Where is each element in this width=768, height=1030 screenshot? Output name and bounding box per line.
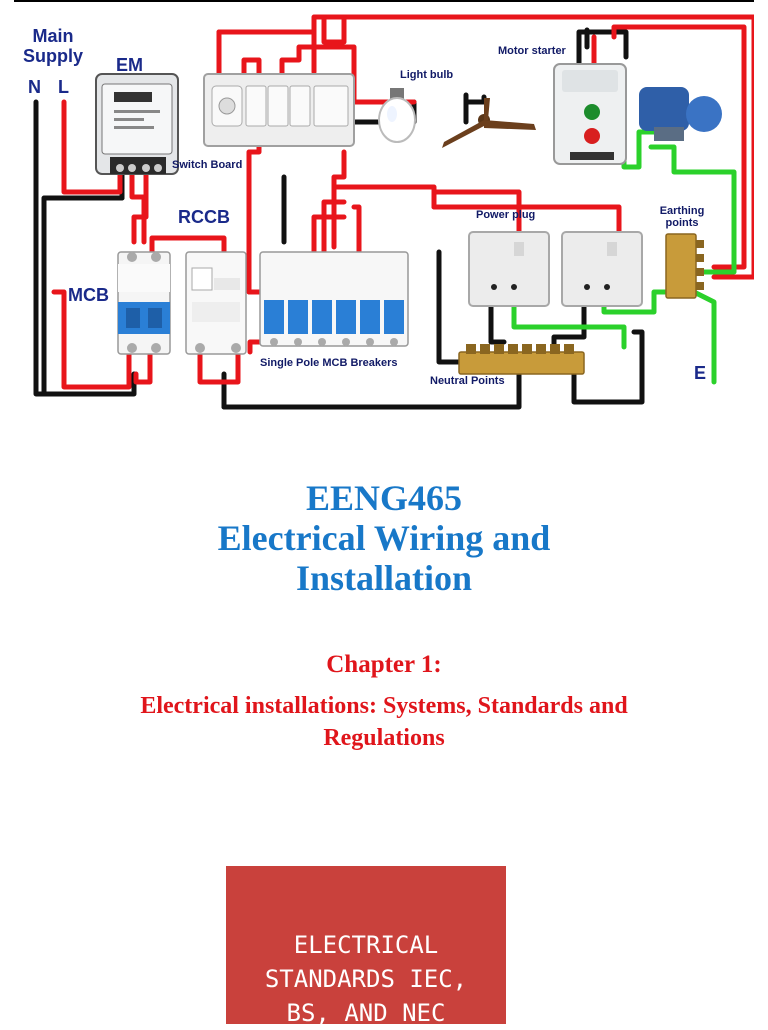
neutral-bar bbox=[458, 344, 585, 375]
double-pole-mcb bbox=[117, 251, 171, 355]
earthing-points-label: Earthing points bbox=[659, 205, 705, 229]
switch-board-label: Switch Board bbox=[172, 159, 243, 171]
light-bulb-label: Light bulb bbox=[400, 69, 454, 81]
top-rule bbox=[14, 0, 754, 2]
neutral-terminal-label: N bbox=[28, 77, 41, 97]
chapter-subtitle: Electrical installations: Systems, Stand… bbox=[140, 693, 628, 751]
switch-board bbox=[203, 73, 355, 147]
single-pole-mcbs bbox=[259, 251, 409, 347]
energy-meter-label: EM bbox=[116, 55, 143, 75]
standards-card: ELECTRICAL STANDARDS IEC, BS, AND NEC bbox=[226, 866, 506, 1027]
motor-pump-graphic bbox=[639, 87, 722, 141]
motor-starter-graphic bbox=[553, 63, 627, 165]
course-code: EENG465 bbox=[305, 478, 463, 518]
course-title: Electrical Wiring and Installation bbox=[217, 518, 551, 598]
light-bulb-graphic bbox=[378, 88, 416, 143]
line-terminal-label: L bbox=[58, 77, 69, 97]
neutral-points-label: Neutral Points bbox=[430, 375, 505, 387]
power-plugs bbox=[468, 231, 643, 307]
course-title-block: EENG465 Electrical Wiring and Installati… bbox=[0, 478, 768, 598]
energy-meter bbox=[95, 73, 179, 175]
power-plug-label: Power plug bbox=[476, 209, 536, 221]
earth-label: E bbox=[694, 363, 707, 383]
single-pole-mcb-label: Single Pole MCB Breakers bbox=[260, 357, 398, 369]
mcb-label: MCB bbox=[68, 285, 109, 305]
ceiling-fan-graphic bbox=[442, 98, 536, 148]
wiring-diagram-graphic bbox=[33, 14, 754, 410]
rccb-label: RCCB bbox=[178, 207, 230, 227]
standards-card-text: ELECTRICAL STANDARDS IEC, BS, AND NEC bbox=[264, 931, 468, 1027]
chapter-label: Chapter 1: bbox=[326, 651, 442, 678]
wiring-diagram: Main Supply N L EM Switch Board Light bu… bbox=[14, 2, 754, 414]
earthing-bar bbox=[665, 233, 704, 299]
rccb-device bbox=[185, 251, 247, 355]
main-supply-label: Main Supply bbox=[22, 26, 83, 66]
motor-starter-label: Motor starter bbox=[498, 45, 566, 57]
